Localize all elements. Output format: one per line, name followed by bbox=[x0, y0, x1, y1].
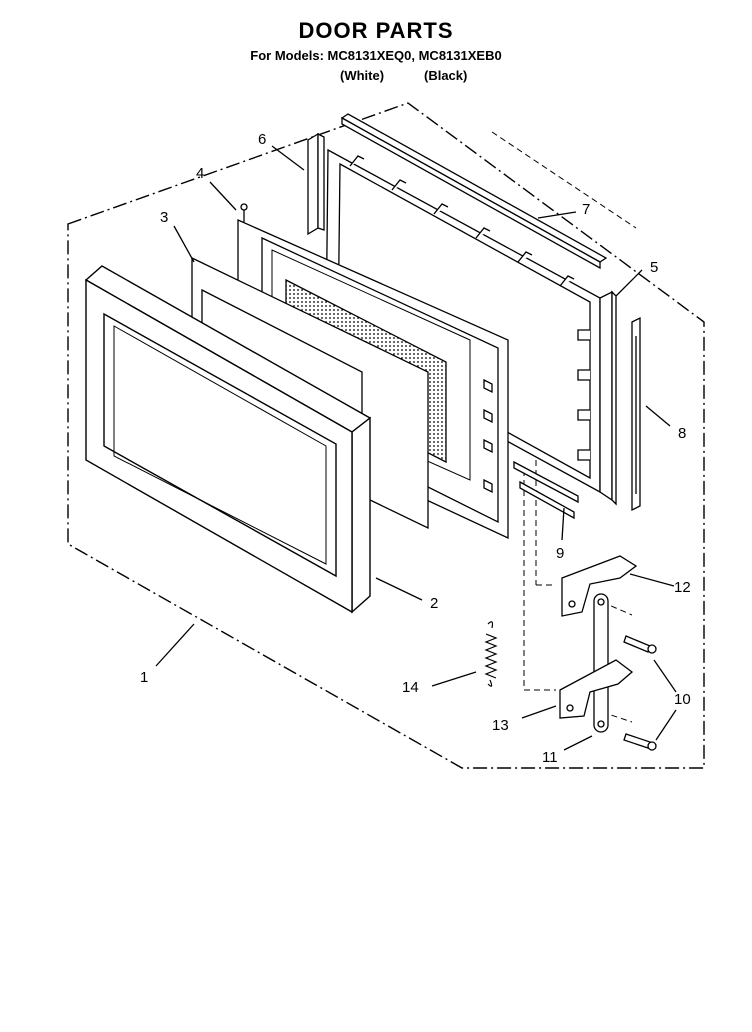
part-13-lower-hinge bbox=[559, 659, 634, 719]
callout-6: 6 bbox=[258, 131, 266, 148]
callout-13: 13 bbox=[492, 717, 509, 734]
part-11-hinge-link bbox=[593, 593, 609, 733]
callout-10: 10 bbox=[674, 691, 691, 708]
variant-black: (Black) bbox=[424, 68, 468, 83]
callout-7: 7 bbox=[582, 201, 590, 218]
part-8-side-strip bbox=[631, 316, 641, 512]
callout-2: 2 bbox=[430, 595, 438, 612]
callout-14: 14 bbox=[402, 679, 419, 696]
callout-leaders bbox=[155, 145, 677, 751]
part-7-top-strip bbox=[340, 113, 608, 270]
callout-8: 8 bbox=[678, 425, 686, 442]
callout-11: 11 bbox=[542, 749, 558, 766]
callout-5: 5 bbox=[650, 259, 658, 276]
variant-white: (White) bbox=[340, 68, 385, 83]
part-14-spring bbox=[484, 621, 498, 687]
callout-12: 12 bbox=[674, 579, 691, 596]
callout-9: 9 bbox=[556, 545, 564, 562]
part-12-upper-hinge bbox=[561, 555, 638, 617]
callout-3: 3 bbox=[160, 209, 168, 226]
callout-1: 1 bbox=[140, 669, 148, 686]
part-6-hinge-strip bbox=[307, 132, 325, 236]
models-line: For Models: MC8131XEQ0, MC8131XEB0 bbox=[250, 48, 502, 63]
page-title: DOOR PARTS bbox=[298, 18, 454, 43]
assembly-boundary bbox=[67, 102, 705, 769]
part-9-bottom-strip bbox=[513, 460, 579, 520]
callout-4: 4 bbox=[196, 165, 204, 182]
part-1-outer-frame bbox=[84, 265, 372, 614]
part-10-screws bbox=[623, 635, 657, 751]
